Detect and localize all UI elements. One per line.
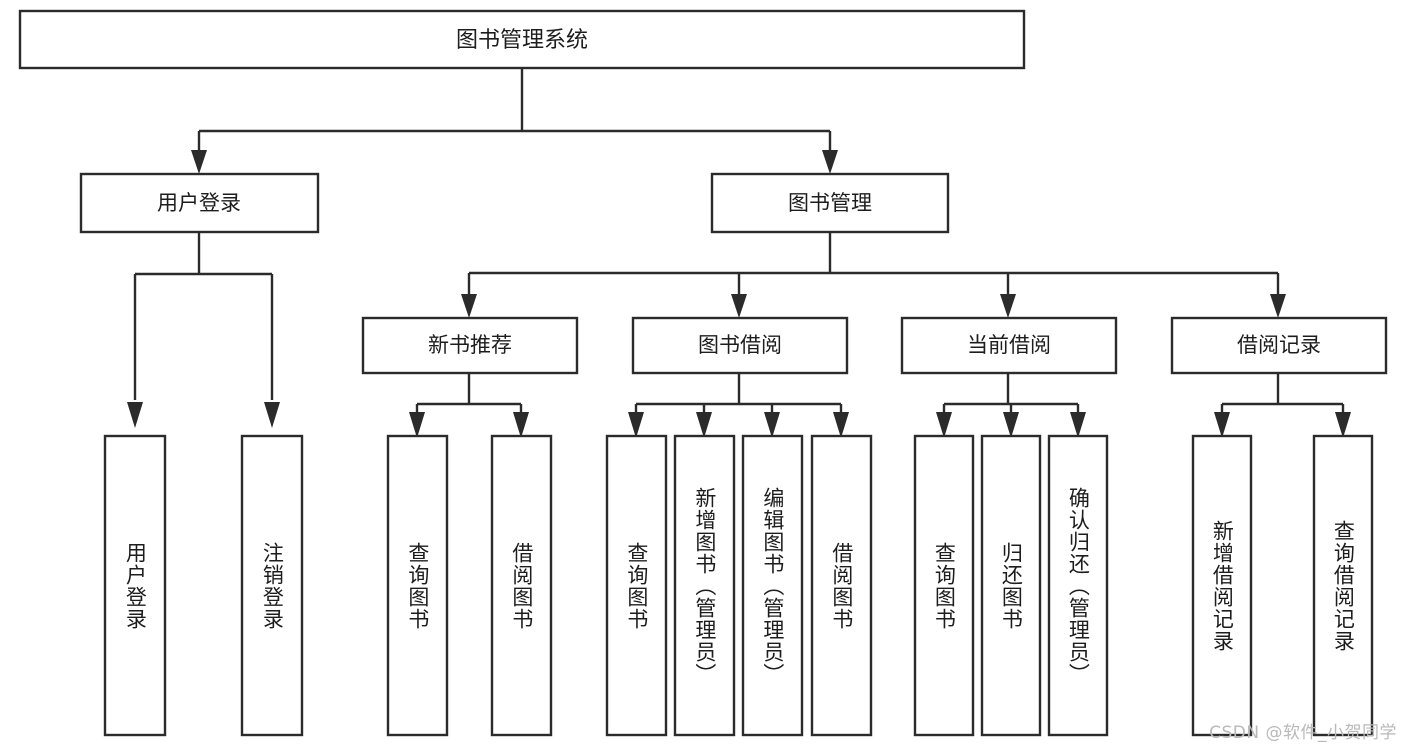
arrow-head-leaf-currentborrow-2 bbox=[1003, 412, 1019, 438]
node-borrow-record-box[interactable] bbox=[1170, 316, 1388, 375]
leaf-label-bookborrow-2: 新增图书（管理员） bbox=[692, 486, 717, 685]
node-book-borrow-box[interactable] bbox=[631, 316, 849, 375]
node-leaf-currentborrow-2-box[interactable] bbox=[980, 434, 1042, 737]
leaf-label-borrowrecord-2: 查询借阅记录 bbox=[1331, 519, 1356, 652]
leaf-label-currentborrow-3: 确认归还（管理员） bbox=[1066, 486, 1091, 685]
node-current-borrow-label: 当前借阅 bbox=[967, 333, 1051, 357]
arrow-head-leaf-bookborrow-1 bbox=[628, 412, 644, 438]
node-leaf-user-login-2-box[interactable] bbox=[240, 434, 304, 737]
leaf-label-newbook-2: 借阅图书 bbox=[509, 541, 534, 630]
arrow-head-leaf-user-login-1 bbox=[127, 402, 143, 428]
arrow-head-book-manage bbox=[822, 150, 838, 174]
node-leaf-user-login-1-box[interactable] bbox=[103, 434, 167, 737]
node-leaf-borrowrecord-2-box[interactable] bbox=[1312, 434, 1374, 737]
arrow-head-leaf-currentborrow-1 bbox=[936, 412, 952, 438]
arrow-head-leaf-bookborrow-2 bbox=[696, 412, 712, 438]
node-leaf-currentborrow-3-box[interactable] bbox=[1047, 434, 1109, 737]
arrow-head-book-borrow bbox=[731, 294, 747, 318]
leaf-label-bookborrow-1: 查询图书 bbox=[624, 541, 649, 630]
leaf-label-bookborrow-3: 编辑图书（管理员） bbox=[760, 486, 785, 685]
node-new-book-recommend-label: 新书推荐 bbox=[428, 333, 512, 357]
arrow-head-leaf-borrowrecord-2 bbox=[1335, 412, 1351, 438]
node-root-label: 图书管理系统 bbox=[456, 28, 588, 53]
leaf-label-newbook-1: 查询图书 bbox=[405, 541, 430, 630]
leaf-label-currentborrow-1: 查询图书 bbox=[932, 541, 957, 630]
leaf-label-bookborrow-4: 借阅图书 bbox=[829, 541, 854, 630]
node-leaf-bookborrow-4-box[interactable] bbox=[810, 434, 873, 737]
node-book-manage-label: 图书管理 bbox=[788, 191, 872, 215]
node-root-box[interactable] bbox=[18, 9, 1026, 70]
leaf-label-user-login-1: 用户登录 bbox=[123, 541, 148, 630]
leaf-label-borrowrecord-1: 新增借阅记录 bbox=[1210, 519, 1235, 652]
node-new-book-recommend-box[interactable] bbox=[361, 316, 579, 375]
node-layer: 图书管理系统 用户登录 图书管理 新书推荐 图书借阅 当前借阅 借阅记录 bbox=[18, 9, 1388, 737]
node-leaf-bookborrow-1-box[interactable] bbox=[605, 434, 668, 737]
arrow-head-current-borrow bbox=[1000, 294, 1016, 318]
node-leaf-newbook-1-box[interactable] bbox=[386, 434, 449, 737]
node-leaf-bookborrow-2-box[interactable] bbox=[673, 434, 736, 737]
arrow-head-leaf-bookborrow-4 bbox=[833, 412, 849, 438]
node-borrow-record-label: 借阅记录 bbox=[1237, 333, 1321, 357]
arrow-head-leaf-newbook-1 bbox=[409, 412, 425, 438]
watermark: CSDN @软件_小贺同学 bbox=[1209, 723, 1397, 743]
leaf-label-currentborrow-2: 归还图书 bbox=[999, 541, 1024, 630]
node-current-borrow-box[interactable] bbox=[900, 316, 1118, 375]
node-book-manage-box[interactable] bbox=[710, 172, 950, 234]
node-leaf-borrowrecord-1-box[interactable] bbox=[1191, 434, 1253, 737]
arrow-head-new-book-recommend bbox=[461, 294, 477, 318]
arrow-head-leaf-currentborrow-3 bbox=[1070, 412, 1086, 438]
arrow-head-leaf-user-login-2 bbox=[264, 402, 280, 428]
node-book-borrow-label: 图书借阅 bbox=[698, 333, 782, 357]
node-user-login-label: 用户登录 bbox=[157, 191, 241, 215]
node-leaf-newbook-2-box[interactable] bbox=[490, 434, 553, 737]
leaf-label-user-login-2: 注销登录 bbox=[260, 541, 285, 630]
arrow-head-leaf-bookborrow-3 bbox=[764, 412, 780, 438]
arrow-head-user-login bbox=[191, 150, 207, 174]
arrow-head-leaf-borrowrecord-1 bbox=[1214, 412, 1230, 438]
node-leaf-bookborrow-3-box[interactable] bbox=[741, 434, 804, 737]
arrow-head-leaf-newbook-2 bbox=[513, 412, 529, 438]
node-user-login-box[interactable] bbox=[79, 172, 320, 234]
node-leaf-currentborrow-1-box[interactable] bbox=[913, 434, 975, 737]
connector-layer bbox=[127, 68, 1351, 438]
arrow-head-borrow-record bbox=[1270, 294, 1286, 318]
